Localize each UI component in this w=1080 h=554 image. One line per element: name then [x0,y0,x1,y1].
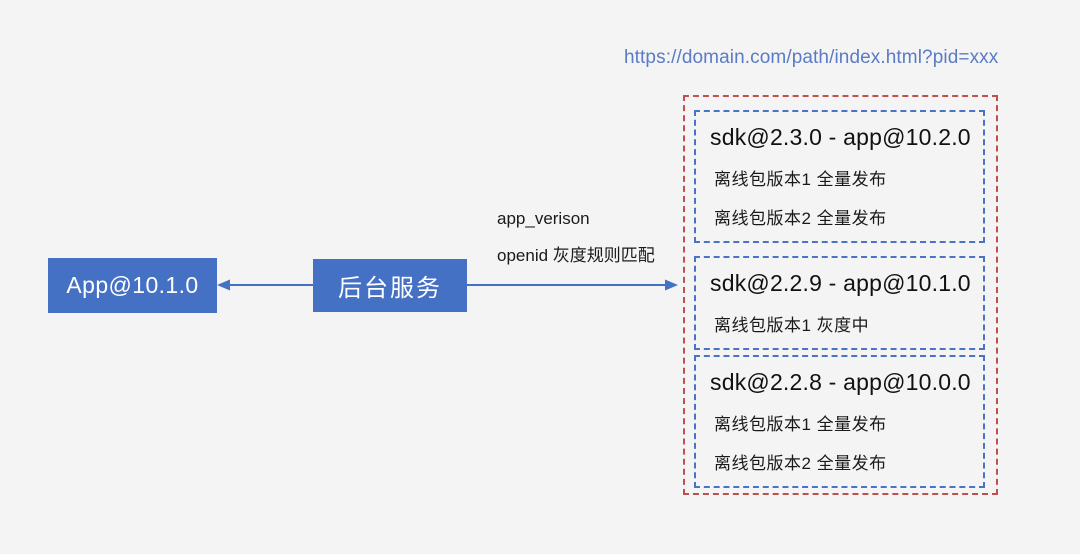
node-client-app-label: App@10.1.0 [66,272,199,298]
version-block: sdk@2.3.0 - app@10.2.0 离线包版本1 全量发布 离线包版本… [694,110,985,243]
release-container: sdk@2.3.0 - app@10.2.0 离线包版本1 全量发布 离线包版本… [683,95,998,495]
version-block-row: 离线包版本1 全量发布 [714,415,887,434]
url-caption: https://domain.com/path/index.html?pid=x… [624,47,999,68]
version-block-row: 离线包版本2 全量发布 [714,209,887,228]
request-arrow-icon [466,279,678,291]
version-block-row: 离线包版本2 全量发布 [714,454,887,473]
arrow-label-openid-rule: openid 灰度规则匹配 [497,246,655,265]
arrow-label-app-version: app_verison [497,209,590,228]
version-block-title: sdk@2.2.9 - app@10.1.0 [710,270,971,296]
version-block-title: sdk@2.3.0 - app@10.2.0 [710,124,971,150]
response-arrow-icon [217,279,315,291]
version-block: sdk@2.2.9 - app@10.1.0 离线包版本1 灰度中 [694,256,985,350]
version-block: sdk@2.2.8 - app@10.0.0 离线包版本1 全量发布 离线包版本… [694,355,985,488]
node-client-app: App@10.1.0 [48,258,217,313]
version-block-row: 离线包版本1 灰度中 [714,316,870,335]
version-block-row: 离线包版本1 全量发布 [714,170,887,189]
node-backend-service-label: 后台服务 [338,275,442,302]
version-block-title: sdk@2.2.8 - app@10.0.0 [710,369,971,395]
node-backend-service: 后台服务 [313,259,467,312]
